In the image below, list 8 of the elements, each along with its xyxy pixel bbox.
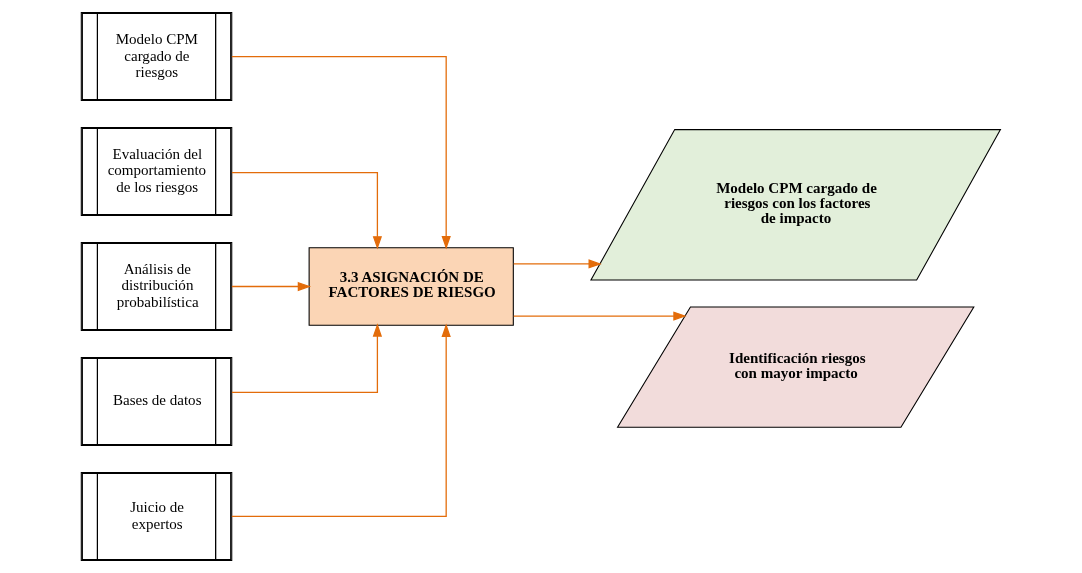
arrow <box>513 311 687 321</box>
arrow <box>231 323 451 518</box>
arrow <box>231 281 312 292</box>
arrow <box>231 55 451 250</box>
arrow <box>513 259 602 269</box>
arrow <box>231 171 383 250</box>
arrow <box>231 323 383 393</box>
node-box: 3.3 ASIGNACIÓN DE FACTORES DE RIESGO <box>308 247 514 326</box>
